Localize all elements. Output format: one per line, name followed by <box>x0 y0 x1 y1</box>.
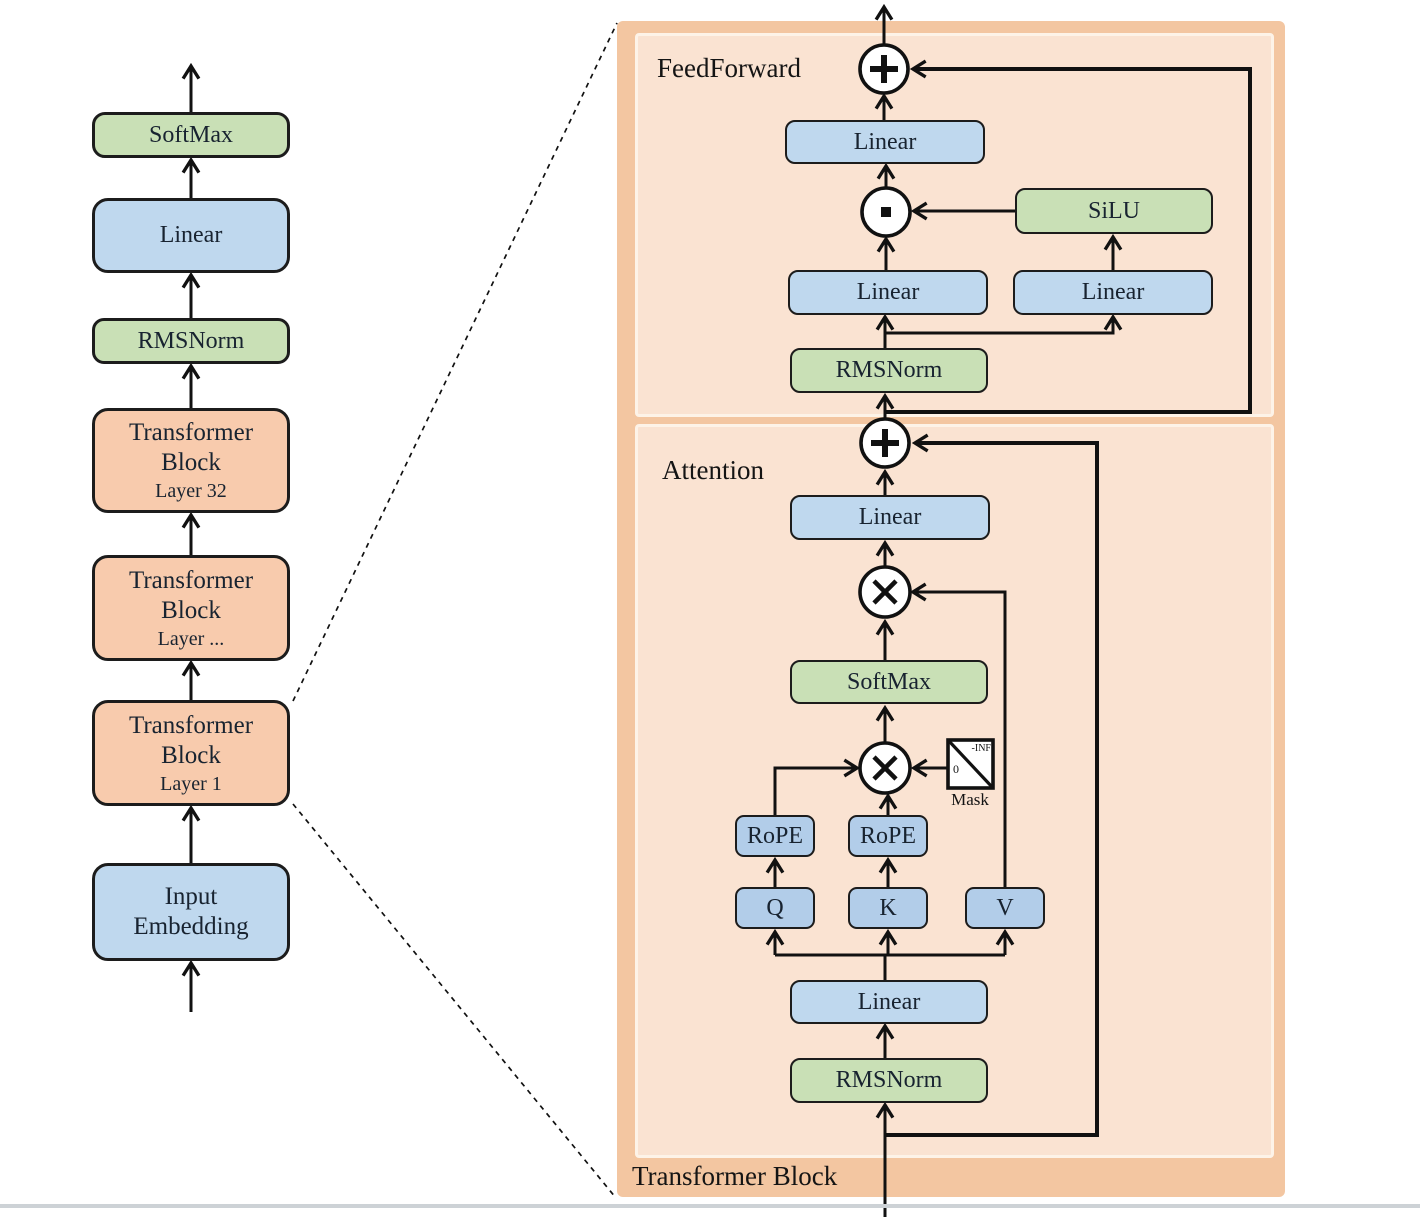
node-label: RMSNorm <box>835 1067 943 1094</box>
transformer-block-title: Transformer Block <box>632 1161 838 1191</box>
feedforward-label: FeedForward <box>657 53 801 83</box>
node-att-linear-out: Linear <box>790 495 990 540</box>
node-att-rmsnorm: RMSNorm <box>790 1058 988 1103</box>
branch-ffrms-up <box>885 313 1123 335</box>
mask-upper-value: -INF <box>971 743 991 754</box>
mask-label: Mask <box>951 790 989 809</box>
node-ff-linear-up: Linear <box>1013 270 1213 315</box>
node-label: Transformer <box>128 711 254 739</box>
page-bottom-edge <box>0 1204 1420 1208</box>
node-label: Block <box>161 741 221 769</box>
node-label: Transformer <box>128 419 254 446</box>
node-label: Linear <box>853 128 917 155</box>
node-label: V <box>996 894 1014 921</box>
attention-residual <box>885 433 1099 1137</box>
node-label: SoftMax <box>847 668 931 695</box>
node-label: Input <box>164 883 218 910</box>
attention-panel <box>635 424 1274 1158</box>
node-label: SoftMax <box>149 121 233 148</box>
node-label: RMSNorm <box>137 327 245 354</box>
node-label: SiLU <box>1087 197 1140 224</box>
node-ff-rmsnorm: RMSNorm <box>790 348 988 393</box>
node-final-rmsnorm: RMSNorm <box>92 318 290 364</box>
node-final-softmax: SoftMax <box>92 112 290 158</box>
dot-icon <box>881 207 891 217</box>
node-label: Transformer <box>128 566 254 594</box>
node-rope-q: RoPE <box>735 815 815 857</box>
zoom-guide-bottom <box>292 803 617 1199</box>
mask-lower-value: 0 <box>953 762 959 776</box>
node-k: K <box>848 887 928 929</box>
node-transformer-block-32: Transformer Block Layer 32 <box>92 408 290 513</box>
v-to-mulv <box>909 582 1007 887</box>
node-label: Linear <box>856 279 920 306</box>
layer-sublabel: Layer ... <box>157 627 225 650</box>
node-q: Q <box>735 887 815 929</box>
node-att-softmax: SoftMax <box>790 660 988 704</box>
node-input-embedding: Input Embedding <box>92 863 290 961</box>
node-label: Linear <box>159 222 223 249</box>
node-label: Linear <box>858 504 922 531</box>
node-label: RMSNorm <box>835 357 943 384</box>
layer-sublabel: Layer 1 <box>160 772 222 795</box>
node-label: RoPE <box>746 822 803 849</box>
operators <box>858 43 995 795</box>
ff-residual <box>885 59 1252 414</box>
node-v: V <box>965 887 1045 929</box>
ropeq-to-mulqk <box>773 758 861 815</box>
mask-diagonal <box>946 738 995 790</box>
node-att-linear-in: Linear <box>790 980 988 1024</box>
node-label: Block <box>161 449 221 476</box>
node-label: Linear <box>857 988 921 1015</box>
node-label: K <box>879 894 897 921</box>
node-transformer-block-ellipsis: Transformer Block Layer ... <box>92 555 290 661</box>
multiply-icon <box>872 579 898 605</box>
node-transformer-block-1: Transformer Block Layer 1 <box>92 700 290 806</box>
node-label: RoPE <box>859 822 916 849</box>
zoom-guide-top <box>292 22 618 702</box>
attention-label: Attention <box>662 455 764 485</box>
node-label: Block <box>161 596 221 624</box>
multiply-icon <box>872 755 898 781</box>
node-ff-linear-out: Linear <box>785 120 985 164</box>
node-ff-linear-gate: Linear <box>788 270 988 315</box>
node-rope-k: RoPE <box>848 815 928 857</box>
node-final-linear: Linear <box>92 198 290 273</box>
node-ff-silu: SiLU <box>1015 188 1213 234</box>
node-label: Linear <box>1081 279 1145 306</box>
layer-sublabel: Layer 32 <box>155 480 227 502</box>
node-label: Q <box>766 894 784 921</box>
wires <box>181 3 1252 1217</box>
node-label: Embedding <box>133 913 249 940</box>
